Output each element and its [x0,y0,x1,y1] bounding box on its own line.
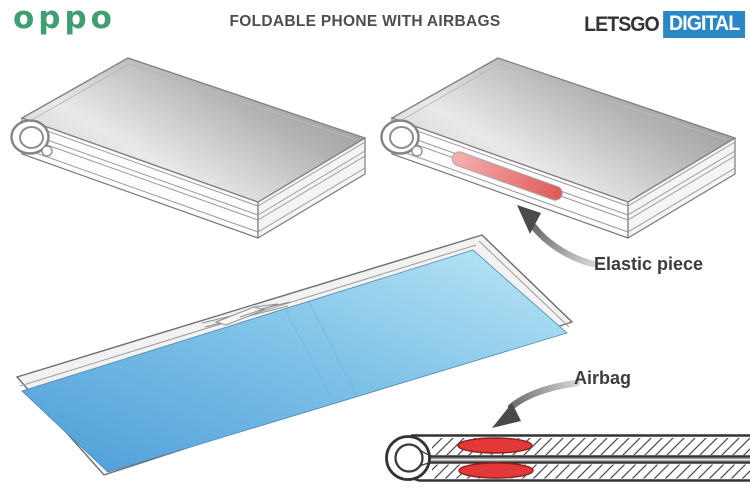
airbag-top [458,438,532,453]
airbag-callout: Airbag [492,368,631,428]
airbag-arrow [511,383,577,407]
hinge-loop-inner [396,445,423,472]
folded-phone-elastic-view [382,58,736,238]
airbag-bottom [459,463,533,478]
elastic-arrow [534,227,593,264]
folded-phone-closed [12,58,366,238]
hinge-cross-section [387,436,750,481]
elastic-piece-label: Elastic piece [594,254,703,274]
airbag-label: Airbag [574,368,631,388]
airbag-arrowhead-icon [492,403,521,428]
